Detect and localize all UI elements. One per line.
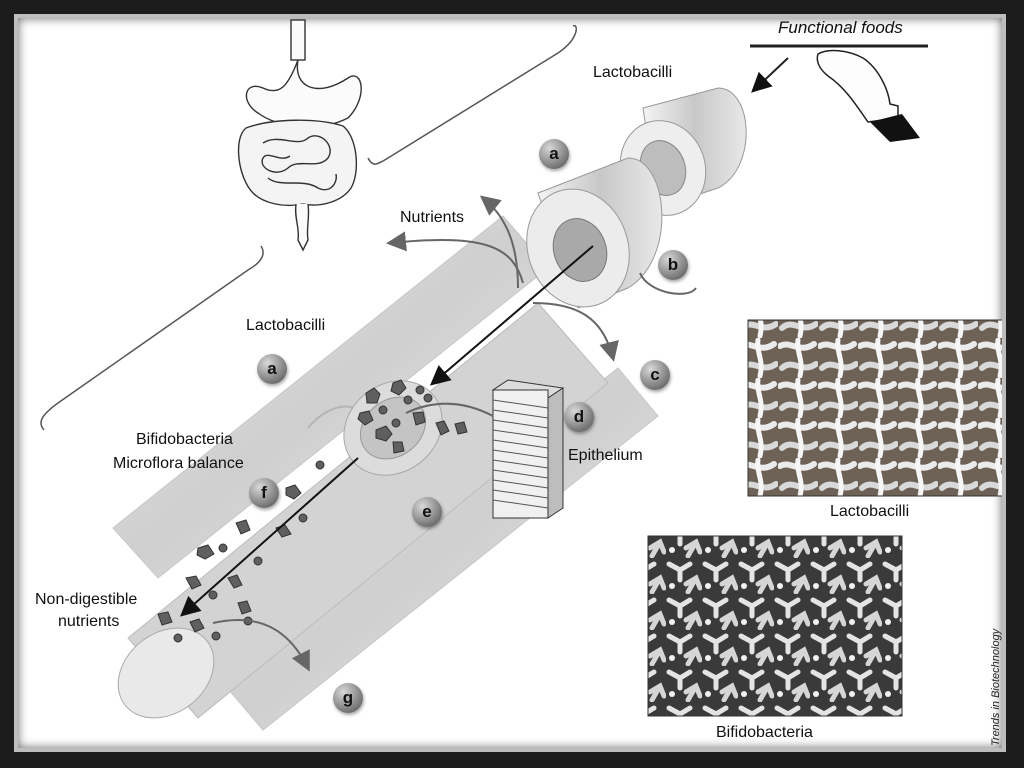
diagram-canvas	[40, 19, 1002, 731]
lactobacilli-left-label: Lactobacilli	[246, 317, 326, 334]
lactobacilli-photo-caption: Lactobacilli	[830, 503, 910, 520]
figure-frame: Functional foods Lactobacilli Nutrients …	[14, 14, 1006, 752]
flow-arrow-lower	[180, 457, 359, 617]
badge-a-left: a	[257, 354, 287, 384]
badge-c: c	[640, 360, 670, 390]
bifidobacteria-photo-caption: Bifidobacteria	[716, 724, 813, 741]
serving-hand-icon	[750, 44, 928, 142]
functional-foods-label: Functional foods	[778, 18, 903, 37]
cylinder-rings	[526, 87, 747, 309]
flow-arrow-upper	[429, 245, 594, 386]
bifidobacteria-photo	[647, 535, 903, 717]
bifidobacteria-label: Bifidobacteria	[136, 431, 233, 448]
epithelium-block-icon	[491, 379, 565, 519]
microflora-balance-label: Microflora balance	[113, 455, 244, 472]
badge-g: g	[333, 683, 363, 713]
badge-f: f	[249, 478, 279, 508]
badge-d: d	[564, 402, 594, 432]
bracket-left	[40, 245, 264, 431]
bracket-top	[367, 24, 577, 165]
badge-a-top: a	[539, 139, 569, 169]
lactobacilli-top-label: Lactobacilli	[593, 64, 673, 81]
epithelium-label: Epithelium	[568, 447, 643, 464]
non-digestible-label: Non-digestible	[35, 591, 138, 608]
stomach-intestine-icon	[237, 19, 362, 252]
nutrient-particles	[157, 379, 468, 643]
badge-b: b	[658, 250, 688, 280]
non-digestible-label-line2: nutrients	[58, 613, 120, 630]
credit-label: Trends in Biotechnology	[990, 628, 1002, 746]
badge-e: e	[412, 497, 442, 527]
lactobacilli-photo	[747, 319, 1002, 497]
nutrients-label: Nutrients	[400, 209, 465, 226]
process-arrows	[212, 195, 697, 672]
